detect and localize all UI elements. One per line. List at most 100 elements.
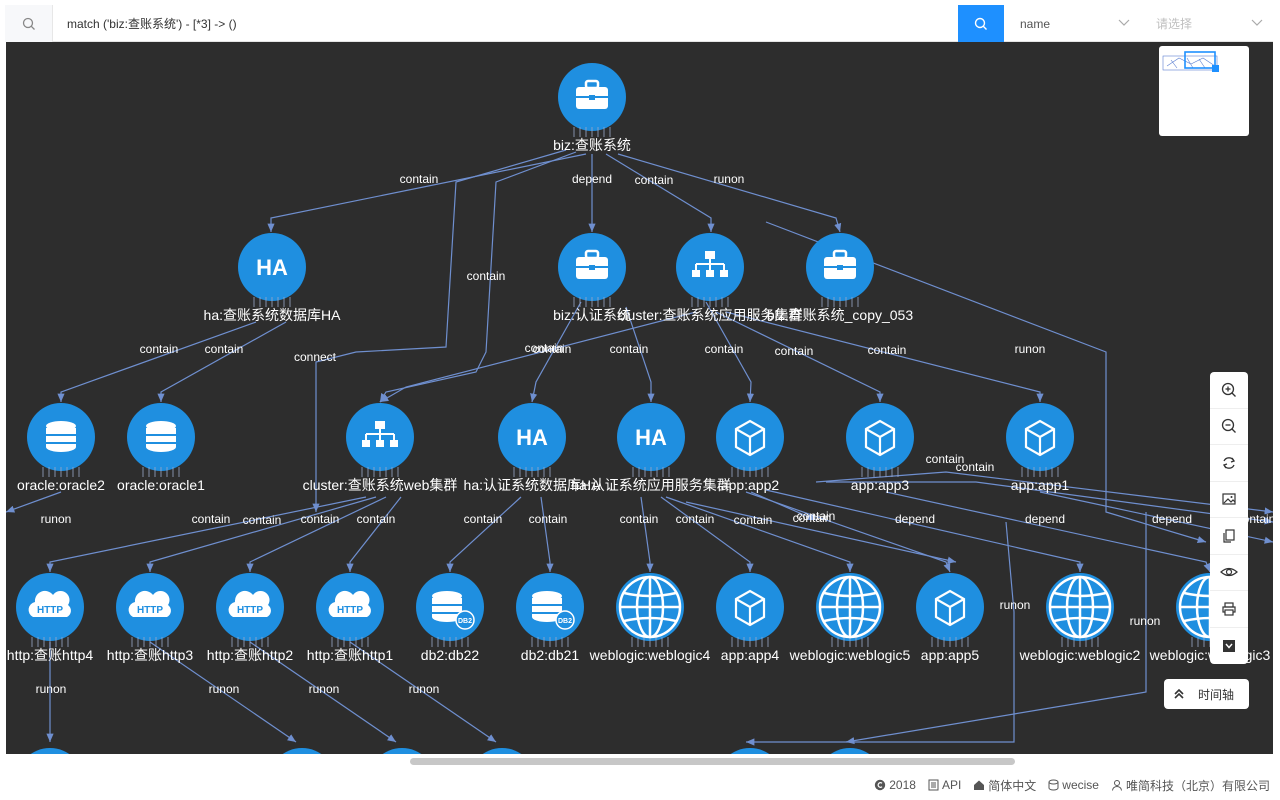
graph-edge[interactable]	[765, 489, 1084, 572]
graph-edge[interactable]	[617, 153, 842, 233]
cube-icon	[734, 419, 766, 457]
graph-edge[interactable]	[705, 301, 755, 403]
graph-edge[interactable]	[715, 311, 884, 402]
graph-node[interactable]: weblogic:weblogic5	[789, 573, 911, 663]
refresh-button[interactable]	[1210, 445, 1248, 482]
value-select[interactable]: 请选择	[1142, 5, 1273, 42]
svg-text:HTTP: HTTP	[137, 605, 163, 616]
graph-edge[interactable]	[665, 496, 854, 572]
zoom-in-button[interactable]	[1210, 372, 1248, 409]
graph-node[interactable]: weblogic:weblogic2	[1019, 573, 1141, 663]
collapse-button[interactable]	[1210, 628, 1248, 665]
edge-label: runon	[1130, 614, 1161, 628]
graph-edge[interactable]	[640, 496, 654, 572]
minimap[interactable]	[1159, 46, 1249, 136]
graph-node[interactable]: oracle:oracle2	[17, 403, 105, 493]
language-link[interactable]: 简体中文	[973, 777, 1036, 794]
zoom-in-icon	[1221, 382, 1236, 397]
graph-edge[interactable]	[149, 641, 297, 743]
node-label: oracle:oracle1	[117, 477, 205, 493]
field-select[interactable]: name	[1006, 5, 1140, 42]
api-link[interactable]: API	[928, 778, 961, 792]
graph-node[interactable]: app:app1	[1006, 403, 1074, 493]
edge-label: connect	[294, 350, 337, 364]
company-link[interactable]: 唯简科技（北京）有限公司	[1111, 777, 1270, 794]
graph-node-partial[interactable]	[468, 748, 536, 754]
graph-edge[interactable]	[765, 221, 1207, 544]
graph-edge[interactable]	[146, 496, 377, 572]
graph-edge[interactable]	[349, 641, 497, 743]
graph-edge[interactable]	[685, 501, 957, 564]
graph-node-partial[interactable]	[816, 748, 884, 754]
graph-edge[interactable]	[530, 301, 582, 403]
graph-node[interactable]: cluster:查账系统web集群	[303, 403, 458, 493]
graph-edge[interactable]	[625, 306, 655, 402]
graph-edge[interactable]	[249, 641, 397, 743]
edge-label: depend	[1152, 512, 1192, 526]
edge-label: contain	[797, 509, 836, 523]
globe-icon	[818, 575, 882, 639]
graph-edge[interactable]	[6, 491, 62, 513]
zoom-out-button[interactable]	[1210, 409, 1248, 445]
graph-edge[interactable]	[157, 321, 287, 402]
graph-node[interactable]: app:app4	[716, 573, 784, 663]
search-button[interactable]	[958, 5, 1004, 42]
chevron-down-icon	[1118, 19, 1130, 26]
graph-edge[interactable]	[660, 496, 754, 572]
graph-edge[interactable]	[446, 496, 522, 572]
graph-node-partial[interactable]	[368, 748, 436, 754]
graph-edge[interactable]	[346, 496, 402, 572]
graph-edge[interactable]	[605, 153, 715, 232]
copy-button[interactable]	[1210, 518, 1248, 555]
graph-edge[interactable]	[725, 311, 1044, 402]
print-button[interactable]	[1210, 591, 1248, 628]
brand-link[interactable]: wecise	[1048, 778, 1099, 792]
export-image-button[interactable]	[1210, 482, 1248, 518]
search-input[interactable]	[57, 9, 957, 38]
graph-node[interactable]: biz:查账系统_copy_053	[767, 233, 914, 323]
graph-edge[interactable]	[745, 491, 951, 573]
cube-icon	[1024, 419, 1056, 457]
view-button[interactable]	[1210, 555, 1248, 591]
graph-edge[interactable]	[379, 311, 697, 403]
edge-label: runon	[1015, 342, 1046, 356]
graph-node[interactable]: oracle:oracle1	[117, 403, 205, 493]
horizontal-scrollbar[interactable]	[410, 758, 1015, 765]
graph-node[interactable]: cluster:查账系统应用服务集群	[617, 233, 803, 323]
graph-edge[interactable]	[826, 481, 1273, 525]
graph-edge[interactable]	[312, 149, 567, 512]
graph-edge[interactable]	[246, 496, 387, 572]
graph-edge[interactable]	[57, 321, 257, 402]
graph-edge[interactable]	[746, 521, 1015, 746]
copyright-year: 2018	[889, 778, 916, 792]
graph-node-partial[interactable]	[716, 748, 784, 754]
graph-node[interactable]: biz:查账系统	[553, 63, 631, 153]
graph-node-partial[interactable]	[268, 748, 336, 754]
graph-edge[interactable]	[46, 496, 367, 572]
graph-node[interactable]: weblogic:weblogic4	[589, 573, 711, 663]
graph-edge[interactable]	[885, 491, 1211, 573]
edge-label: contain	[357, 512, 396, 526]
graph-node[interactable]: app:app3	[846, 403, 914, 493]
graph-node[interactable]: biz:认证系统	[553, 233, 631, 323]
graph-edge[interactable]	[815, 471, 1273, 515]
graph-edge[interactable]	[750, 491, 817, 521]
timeline-button[interactable]: 时间轴	[1164, 679, 1249, 709]
graph-edge[interactable]	[845, 512, 1147, 745]
graph-edge[interactable]	[540, 496, 554, 572]
graph-node[interactable]: app:app2	[716, 403, 784, 493]
graph-node[interactable]: app:app5	[916, 573, 984, 663]
graph-node-partial[interactable]	[16, 748, 84, 754]
graph-edge[interactable]	[379, 151, 577, 403]
